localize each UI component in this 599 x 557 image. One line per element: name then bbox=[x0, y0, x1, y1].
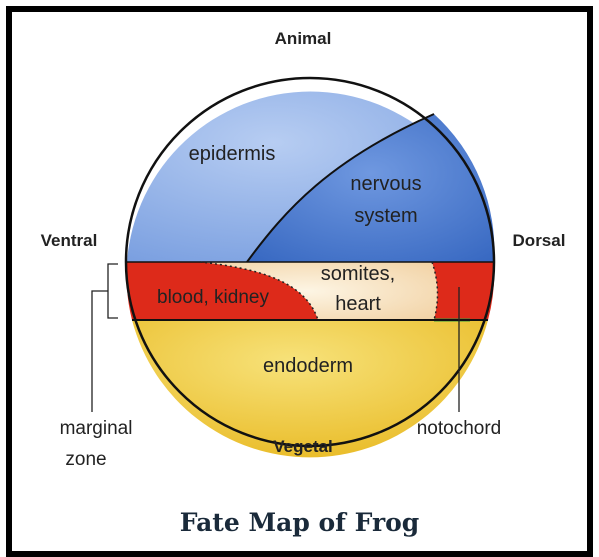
figure-title: Fate Map of Frog bbox=[0, 508, 599, 537]
animal-label: Animal bbox=[275, 29, 332, 48]
epidermis-label: epidermis bbox=[189, 143, 276, 165]
blood-kidney-label: blood, kidney bbox=[157, 287, 269, 308]
notochord-label: notochord bbox=[417, 418, 502, 439]
nervous-system-label-line2: system bbox=[354, 205, 417, 227]
endoderm-label: endoderm bbox=[263, 355, 353, 377]
marginal-zone-bracket bbox=[92, 264, 118, 412]
ventral-label: Ventral bbox=[41, 231, 98, 250]
somites-label-line2: heart bbox=[335, 293, 381, 315]
vegetal-label: Vegetal bbox=[273, 437, 333, 456]
somites-label-line1: somites, bbox=[321, 263, 395, 285]
marginal-zone-label-line1: marginal bbox=[60, 418, 133, 439]
marginal-zone-label-line2: zone bbox=[65, 449, 106, 470]
dorsal-label: Dorsal bbox=[513, 231, 566, 250]
nervous-system-label-line1: nervous bbox=[350, 173, 421, 195]
